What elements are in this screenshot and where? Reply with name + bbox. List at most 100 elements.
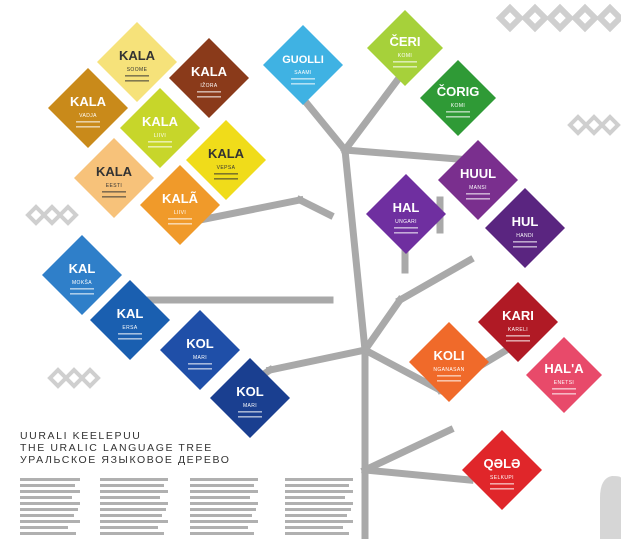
- poster-title-et: UURALI KEELEPUU: [20, 430, 142, 442]
- diamond-language: MOKŠA: [72, 279, 92, 286]
- diamond-fineprint: [76, 126, 100, 128]
- diamond-fineprint: [466, 193, 490, 195]
- ornament-left-upper: [25, 204, 79, 226]
- diamond-fineprint: [102, 196, 126, 198]
- diamond-word: KAL: [69, 261, 96, 276]
- diamond-fineprint: [168, 223, 192, 225]
- diamond-word: KALA: [208, 146, 245, 161]
- diamond-fineprint: [70, 288, 94, 290]
- diamond-shape: [526, 337, 602, 413]
- diamond-shape: [42, 235, 122, 315]
- diamond-shape: [169, 38, 249, 118]
- poster-title-ru: УРАЛЬСКОЕ ЯЗЫКОВОЕ ДЕРЕВО: [20, 454, 231, 466]
- diamond-shape: [409, 322, 489, 402]
- diamond-fineprint: [197, 96, 221, 98]
- diamond-10: ČORIG KOMI: [420, 60, 496, 136]
- diamond-21: QƏLƏ SELKUPI: [462, 430, 542, 510]
- diamond-7: KALÃ LIIVI: [140, 165, 220, 245]
- diamond-fineprint: [188, 363, 212, 365]
- diamond-shape: [367, 10, 443, 86]
- diamond-fineprint: [197, 91, 221, 93]
- diamond-shape: [74, 138, 154, 218]
- diamond-word: KALA: [70, 94, 107, 109]
- poster-title-en: THE URALIC LANGUAGE TREE: [20, 442, 213, 454]
- diamond-fineprint: [437, 380, 461, 382]
- diamond-shape: [478, 282, 558, 362]
- diamond-language: VEPSA: [217, 165, 236, 171]
- diamond-word: KOLI: [433, 348, 464, 363]
- diamond-shape: [366, 174, 446, 254]
- diamond-shape: [140, 165, 220, 245]
- diamond-fineprint: [188, 368, 212, 370]
- diamond-language: ERSA: [122, 325, 137, 331]
- diamond-fineprint: [291, 78, 315, 80]
- figure-silhouette: [600, 476, 621, 539]
- diamond-shape: [210, 358, 290, 438]
- diamond-language: SOOME: [127, 67, 148, 73]
- diamond-3: KALA VADJA: [48, 68, 128, 148]
- diamond-14: KAL MOKŠA: [42, 235, 122, 315]
- diamond-fineprint: [214, 173, 238, 175]
- diamond-fineprint: [394, 227, 418, 229]
- diamond-language: UNGARI: [395, 219, 417, 225]
- diamond-word: ČORIG: [437, 84, 480, 99]
- ornament-right: [567, 114, 621, 136]
- diamond-fineprint: [238, 411, 262, 413]
- diamond-shape: [120, 88, 200, 168]
- diamond-word: KALA: [142, 114, 179, 129]
- diamond-fineprint: [552, 393, 576, 395]
- diamond-shape: [485, 188, 565, 268]
- diamond-fineprint: [125, 75, 149, 77]
- diamond-shape: [263, 25, 343, 105]
- diamond-fineprint: [76, 121, 100, 123]
- diamond-fineprint: [506, 340, 530, 342]
- diamond-fineprint: [513, 241, 537, 243]
- ornament-top-right: [495, 3, 621, 33]
- diamond-word: KALA: [96, 164, 133, 179]
- diamond-shape: [186, 120, 266, 200]
- diamond-word: HAL'A: [544, 361, 584, 376]
- diamond-shape: [97, 22, 177, 102]
- diamond-word: QƏLƏ: [484, 456, 521, 471]
- diamond-fineprint: [446, 116, 470, 118]
- diamond-fineprint: [125, 80, 149, 82]
- diamond-language: VADJA: [79, 113, 97, 119]
- diamond-fineprint: [118, 338, 142, 340]
- column-4: [285, 478, 353, 535]
- diamond-6: KALA VEPSA: [186, 120, 266, 200]
- diamond-language: LIIVI: [174, 210, 186, 216]
- diamond-fineprint: [394, 232, 418, 234]
- diamond-shape: [420, 60, 496, 136]
- poster-title-block: UURALI KEELEPUU THE URALIC LANGUAGE TREE…: [20, 430, 250, 466]
- diamond-fineprint: [393, 61, 417, 63]
- diamond-language: HANDI: [516, 233, 534, 239]
- diamond-fineprint: [393, 66, 417, 68]
- diamond-language: MANSI: [469, 185, 487, 191]
- diamond-fineprint: [437, 375, 461, 377]
- diamond-fineprint: [148, 146, 172, 148]
- diamond-word: HAL: [393, 200, 420, 215]
- ornament-left-lower: [47, 367, 101, 389]
- diamond-language: EESTI: [106, 183, 122, 189]
- diamond-language: ENETSI: [554, 380, 574, 386]
- diamond-fineprint: [506, 335, 530, 337]
- column-1: [20, 478, 80, 535]
- diamond-fineprint: [513, 246, 537, 248]
- diamond-word: KALÃ: [162, 191, 199, 206]
- diamond-language: KOMI: [451, 103, 465, 109]
- diamond-language: SAAMI: [294, 70, 312, 76]
- diamond-language: IŽORA: [200, 81, 218, 89]
- diamond-language: SELKUPI: [490, 475, 514, 481]
- diamond-shape: [48, 68, 128, 148]
- diamond-fineprint: [118, 333, 142, 335]
- diamond-language: MARI: [243, 403, 257, 409]
